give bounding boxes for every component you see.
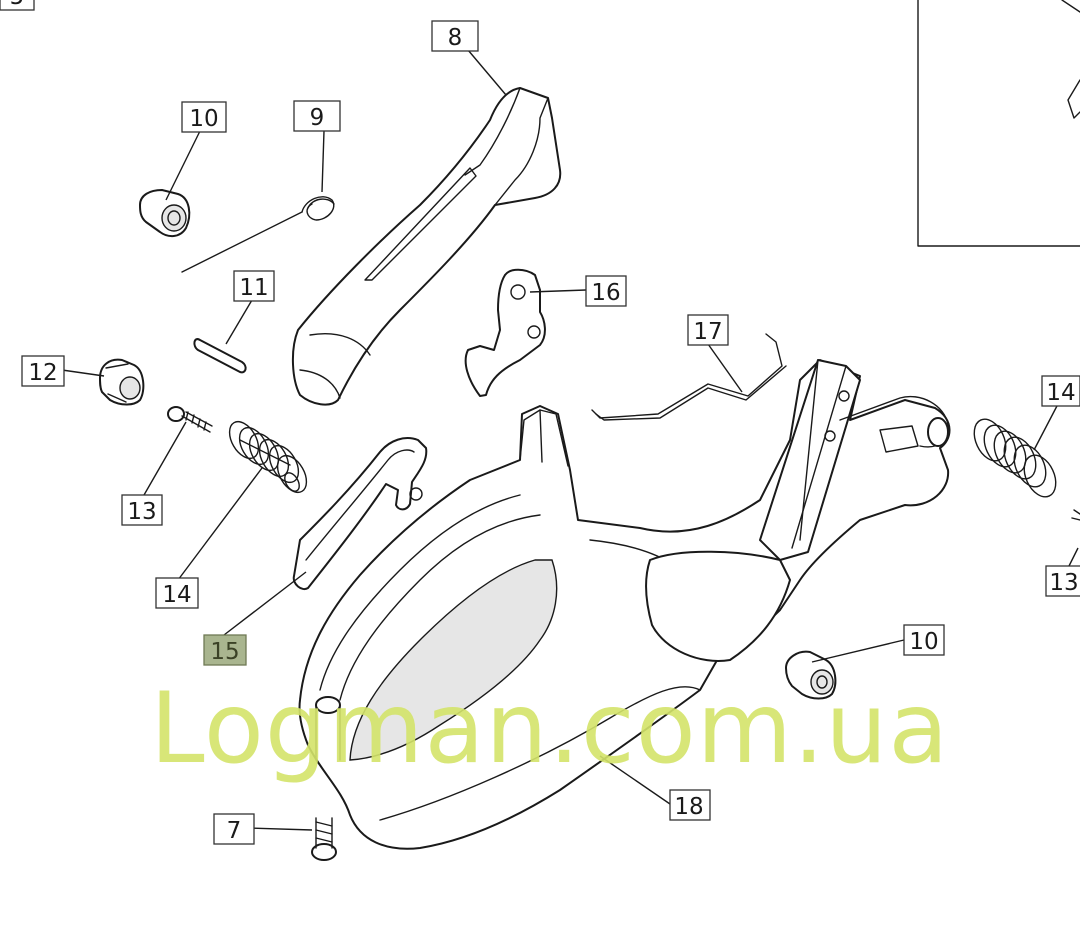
callout-12[interactable]: 12 <box>21 355 65 387</box>
svg-text:16: 16 <box>591 280 620 306</box>
svg-text:5: 5 <box>10 0 25 10</box>
svg-text:14: 14 <box>1046 380 1075 406</box>
callout-5[interactable]: 5 <box>0 0 35 11</box>
part-9-spring-wire[interactable] <box>181 196 335 273</box>
part-13-screw-right[interactable] <box>1071 509 1080 521</box>
callout-15-highlighted[interactable]: 15 <box>203 634 247 666</box>
inset-frame <box>917 0 1080 247</box>
part-12-plug[interactable] <box>99 358 145 406</box>
part-7-screw[interactable] <box>311 817 337 861</box>
callout-10-bottom[interactable]: 10 <box>903 624 945 656</box>
callout-18[interactable]: 18 <box>669 789 711 821</box>
svg-text:11: 11 <box>239 275 268 301</box>
part-10-bushing-top[interactable] <box>139 189 191 238</box>
callout-13-left[interactable]: 13 <box>121 494 163 526</box>
callout-7[interactable]: 7 <box>213 813 255 845</box>
callout-17[interactable]: 17 <box>687 314 729 346</box>
svg-text:14: 14 <box>162 582 191 608</box>
svg-text:7: 7 <box>227 818 242 844</box>
part-8-rear-handle[interactable] <box>291 87 562 406</box>
svg-text:12: 12 <box>28 360 57 386</box>
callout-14-left[interactable]: 14 <box>155 577 199 609</box>
leader-lines <box>61 49 1079 831</box>
svg-text:17: 17 <box>693 319 722 345</box>
svg-text:10: 10 <box>189 106 218 132</box>
svg-text:9: 9 <box>310 105 325 131</box>
part-18-handle-housing[interactable] <box>298 359 951 850</box>
svg-text:10: 10 <box>909 629 938 655</box>
svg-text:13: 13 <box>1049 570 1078 596</box>
part-15-cover-strip[interactable] <box>292 437 428 590</box>
part-14-coil-spring-left[interactable] <box>224 417 313 498</box>
callout-16[interactable]: 16 <box>585 275 627 307</box>
svg-text:13: 13 <box>127 499 156 525</box>
callout-9[interactable]: 9 <box>293 100 341 132</box>
part-14-coil-spring-right[interactable] <box>968 414 1062 502</box>
callout-8[interactable]: 8 <box>431 20 479 52</box>
callout-14-right[interactable]: 14 <box>1041 375 1080 407</box>
part-13-screw-left[interactable] <box>167 406 213 433</box>
svg-text:15: 15 <box>210 639 239 665</box>
callout-10-top[interactable]: 10 <box>181 101 227 133</box>
callout-11[interactable]: 11 <box>233 270 275 302</box>
part-17-throttle-rod[interactable] <box>591 333 787 421</box>
watermark-text: Logman.com.ua <box>150 672 950 786</box>
part-16-throttle-lever[interactable] <box>464 268 546 397</box>
svg-text:18: 18 <box>674 794 703 820</box>
part-10-bushing-bottom[interactable] <box>785 650 837 700</box>
svg-text:8: 8 <box>448 25 463 51</box>
part-11-pin[interactable] <box>193 338 247 374</box>
callout-13-right[interactable]: 13 <box>1045 565 1080 597</box>
